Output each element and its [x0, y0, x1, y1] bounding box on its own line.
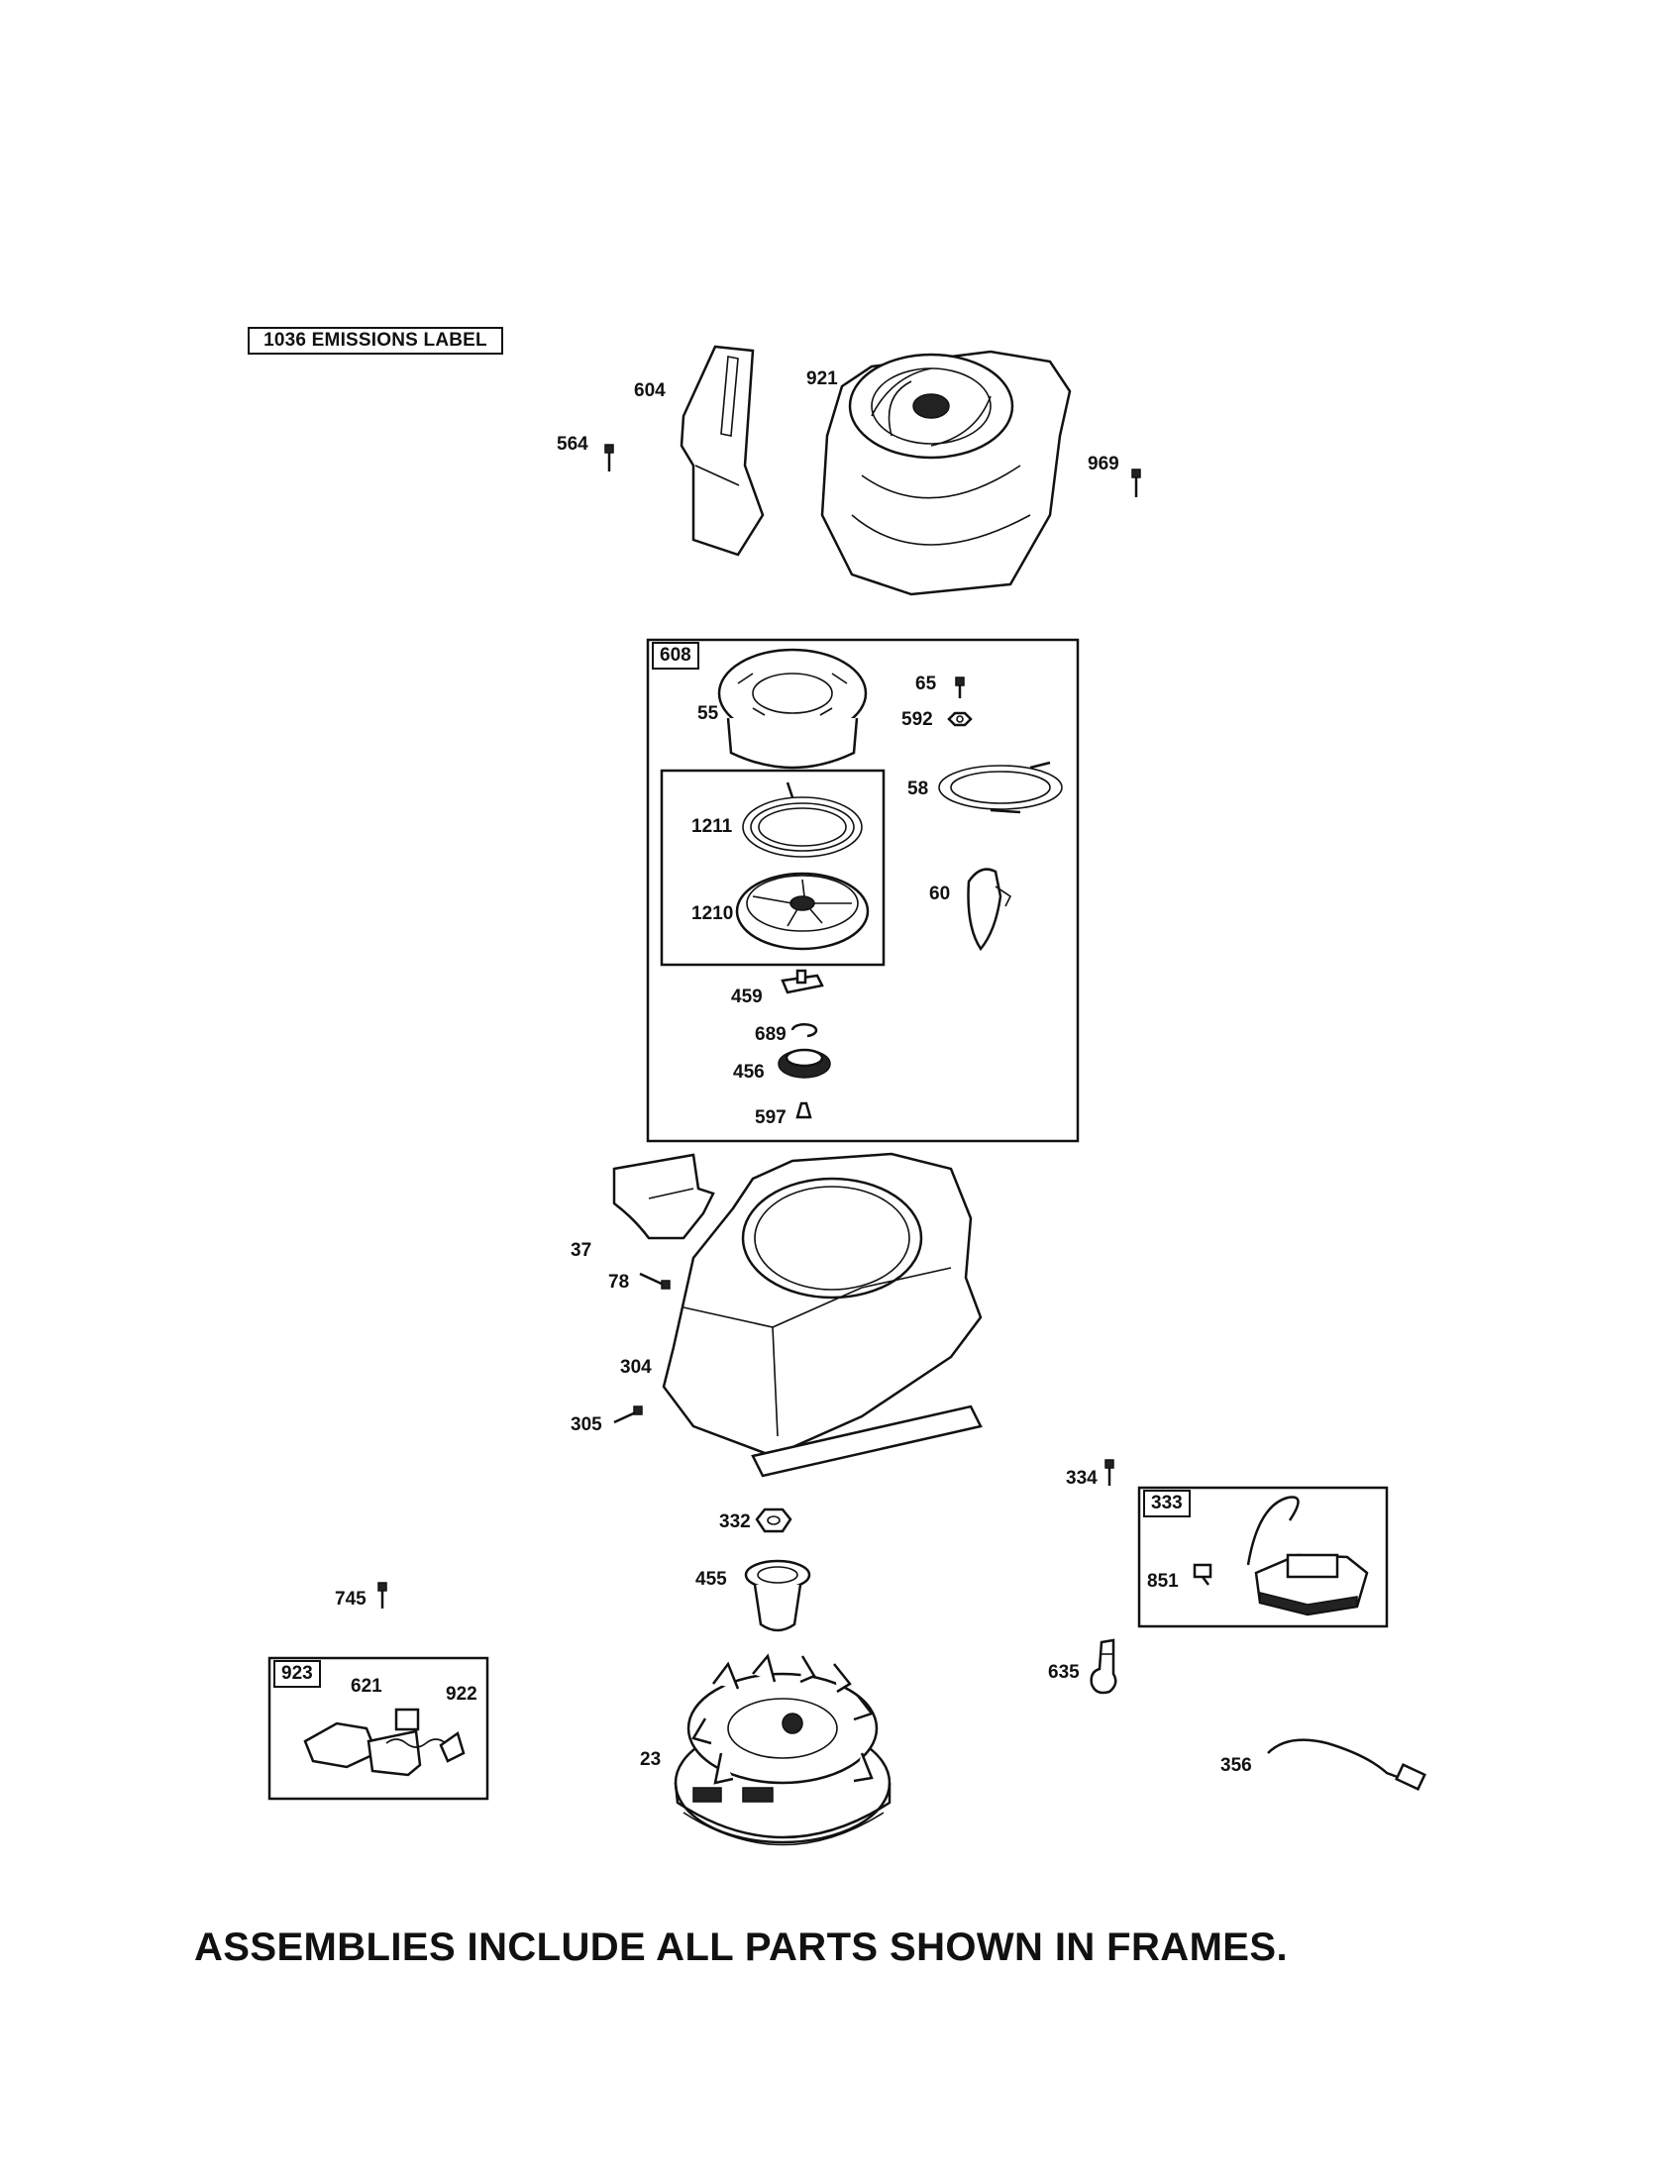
- cup-456: [778, 1048, 831, 1079]
- part-number-58: 58: [907, 779, 929, 799]
- part-number-55: 55: [697, 703, 719, 724]
- retainer-689: [790, 1022, 818, 1038]
- part-number-60: 60: [929, 884, 951, 904]
- screw-305: [613, 1405, 643, 1424]
- frame-label-333: 333: [1143, 1490, 1191, 1517]
- cup-455: [744, 1559, 811, 1632]
- part-number-305: 305: [571, 1414, 602, 1435]
- screw-334: [1104, 1459, 1114, 1486]
- part-number-356: 356: [1220, 1755, 1252, 1776]
- part-number-37: 37: [571, 1240, 592, 1261]
- assemblies-footnote: ASSEMBLIES INCLUDE ALL PARTS SHOWN IN FR…: [194, 1925, 1288, 1969]
- screw-65: [955, 676, 965, 698]
- armature-333: [1246, 1496, 1369, 1616]
- frame-label-608: 608: [652, 642, 699, 670]
- ground-wire-356: [1267, 1738, 1426, 1791]
- screw-969: [1131, 468, 1141, 497]
- part-number-332: 332: [719, 1511, 751, 1532]
- pulley-1210: [735, 872, 870, 951]
- rope-58: [938, 761, 1063, 814]
- screw-564: [604, 444, 614, 471]
- part-number-922: 922: [446, 1684, 477, 1705]
- nut-592: [947, 711, 973, 727]
- spring-1211: [742, 781, 863, 858]
- part-number-304: 304: [620, 1357, 652, 1378]
- frame-label-923: 923: [273, 1660, 321, 1688]
- part-number-65: 65: [915, 674, 937, 694]
- frame-recoil-inner-border: [660, 769, 886, 967]
- part-number-689: 689: [755, 1024, 787, 1045]
- baffle-37: [612, 1153, 715, 1240]
- screw-597: [795, 1101, 812, 1119]
- frame-608-border: [646, 638, 1080, 1143]
- part-number-745: 745: [335, 1589, 367, 1610]
- part-number-604: 604: [634, 380, 666, 401]
- part-number-1210: 1210: [691, 903, 734, 924]
- handle-60: [967, 868, 1012, 952]
- nut-332: [755, 1508, 792, 1533]
- terminal-851: [1193, 1563, 1212, 1586]
- part-number-455: 455: [695, 1569, 727, 1590]
- part-number-1211: 1211: [691, 816, 733, 837]
- emissions-label-1036: 1036 EMISSIONS LABEL: [248, 327, 503, 355]
- part-number-456: 456: [733, 1062, 765, 1083]
- part-number-597: 597: [755, 1107, 787, 1128]
- brake-assembly-923: [303, 1708, 466, 1777]
- part-number-851: 851: [1147, 1571, 1179, 1592]
- screw-745: [377, 1582, 387, 1609]
- screw-78: [639, 1272, 671, 1290]
- frame-333-border: [1137, 1486, 1389, 1628]
- part-number-459: 459: [731, 987, 763, 1007]
- part-number-78: 78: [608, 1272, 630, 1293]
- frame-923-border: [267, 1656, 489, 1801]
- blower-housing-304: [662, 1152, 983, 1478]
- part-number-592: 592: [901, 709, 933, 730]
- starter-housing-55: [717, 648, 868, 770]
- part-number-969: 969: [1088, 454, 1119, 474]
- part-number-23: 23: [640, 1749, 662, 1770]
- pawl-459: [781, 969, 824, 994]
- part-number-564: 564: [557, 434, 588, 455]
- spark-boot-635: [1090, 1638, 1117, 1695]
- flywheel-23: [674, 1653, 892, 1846]
- air-guide-604: [680, 345, 765, 557]
- part-number-921: 921: [806, 368, 838, 389]
- part-number-621: 621: [351, 1676, 382, 1697]
- part-number-635: 635: [1048, 1662, 1080, 1683]
- blower-housing-921: [820, 350, 1072, 596]
- part-number-334: 334: [1066, 1468, 1098, 1489]
